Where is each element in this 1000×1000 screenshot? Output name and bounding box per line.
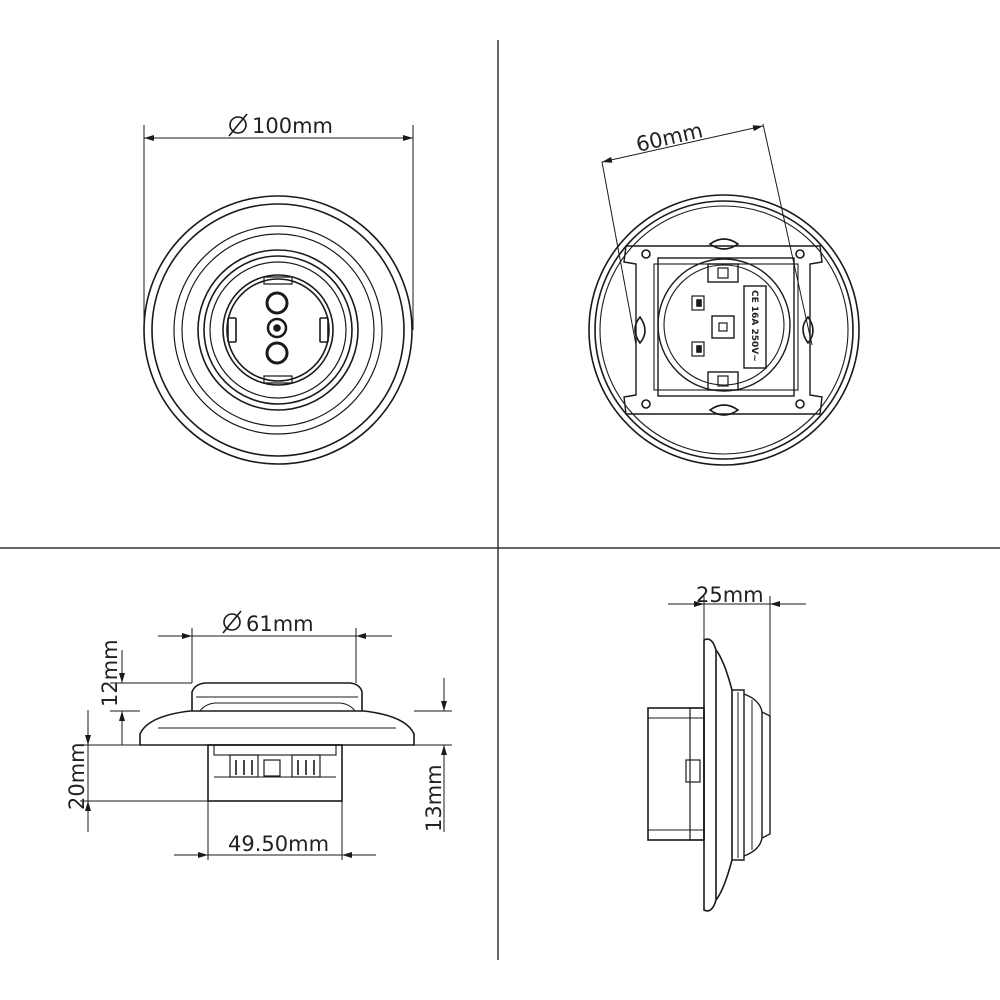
side-view xyxy=(139,682,415,802)
back-width-dimension xyxy=(601,123,813,346)
side-dimensions xyxy=(80,610,452,860)
profile-depth-label: 25mm xyxy=(696,583,764,607)
side-body-height-label: 13mm xyxy=(422,764,446,832)
side-cap-height-label: 12mm xyxy=(98,639,122,707)
rating-marking: CE 16A 250V~ xyxy=(749,290,759,362)
diameter-symbol xyxy=(222,610,242,634)
side-total-height-label: 20mm xyxy=(65,742,89,810)
profile-view xyxy=(647,638,771,912)
diameter-symbol xyxy=(228,113,248,137)
profile-depth-dimension xyxy=(668,596,806,716)
pin-hole-bottom xyxy=(265,341,289,365)
pin-hole-top xyxy=(265,291,289,315)
back-view xyxy=(588,194,860,466)
front-diameter-label: 100mm xyxy=(252,114,333,138)
back-width-label: 60mm xyxy=(634,118,705,157)
side-body-width-label: 49.50mm xyxy=(228,832,329,856)
front-diameter-dimension xyxy=(143,113,414,330)
quadrant-dividers xyxy=(0,40,1000,960)
front-view xyxy=(143,195,413,465)
side-top-diameter-label: 61mm xyxy=(246,612,314,636)
